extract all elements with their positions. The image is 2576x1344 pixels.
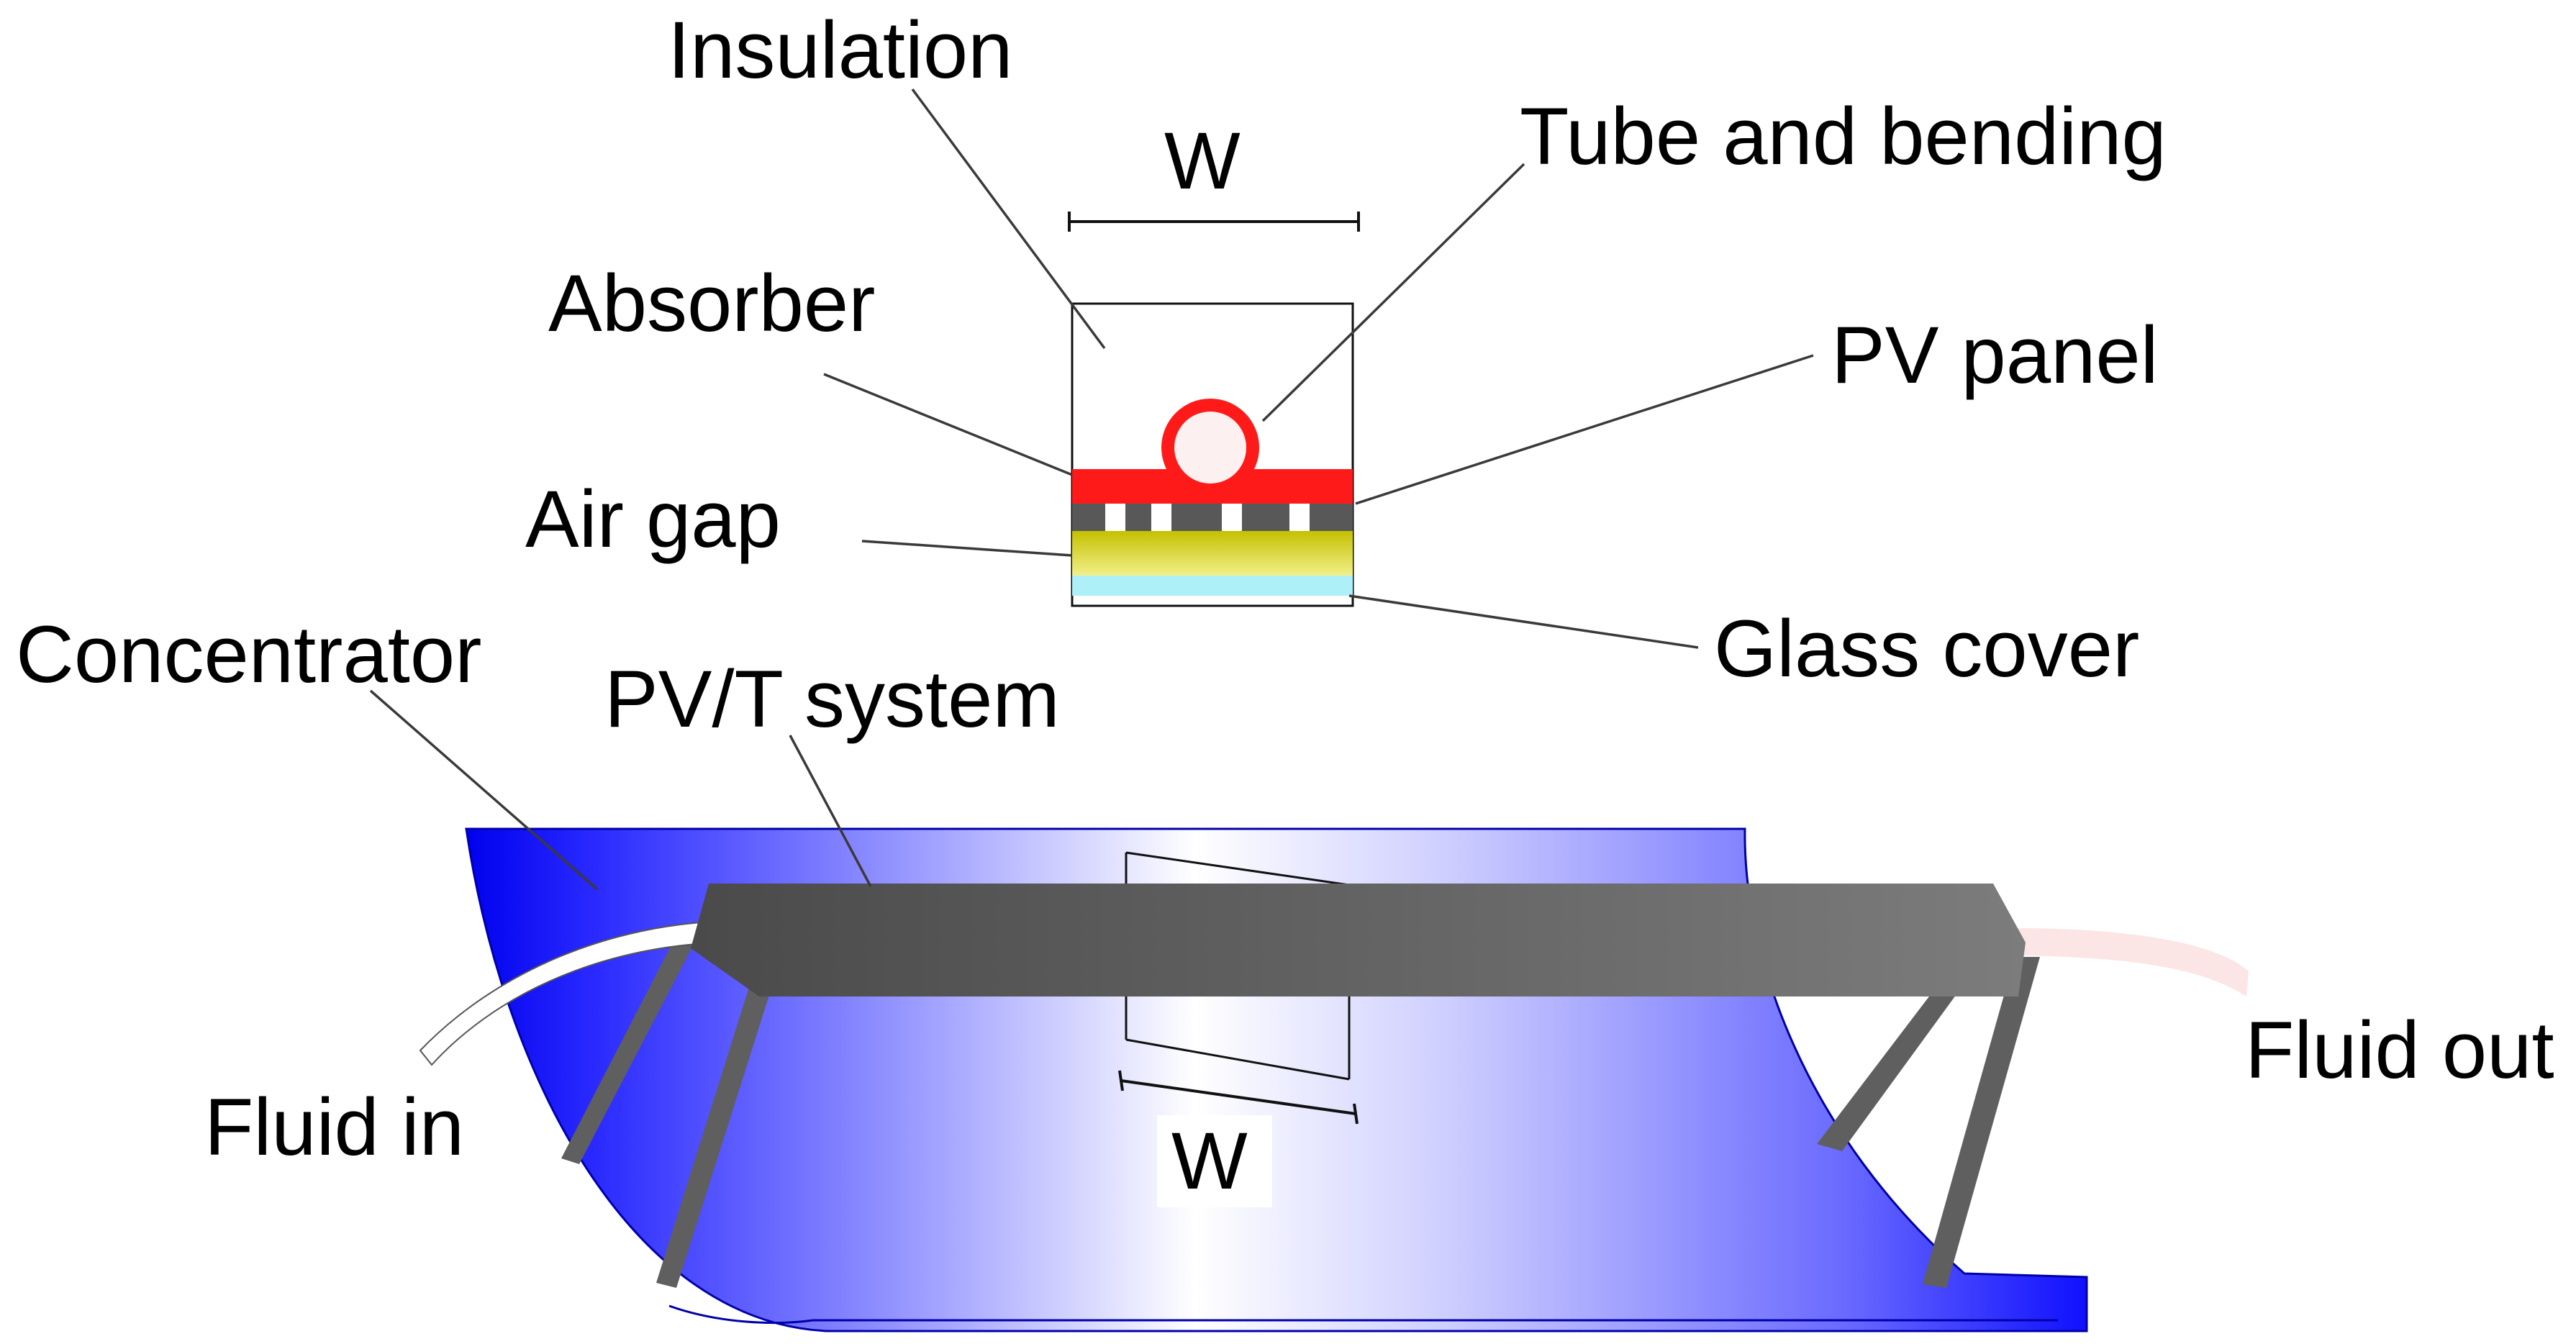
label-air-gap: Air gap [525,474,781,564]
label-width-bottom: W [1171,1116,1248,1206]
fluid-out-pipe [2015,928,2249,996]
label-tube-and-bending: Tube and bending [1520,91,2167,181]
label-fluid-in: Fluid in [204,1082,464,1172]
leader-lines [369,88,1814,891]
label-pvt-system: PV/T system [604,654,1060,744]
label-pv-panel: PV panel [1831,310,2159,400]
tube-interior [1174,412,1246,483]
label-width-top: W [1164,116,1241,206]
label-glass-cover: Glass cover [1714,604,2139,694]
width-label-bottom-bg [1157,1115,1272,1207]
glass-cover-layer [1072,576,1353,596]
width-dimension-bottom [1118,1070,1359,1125]
support-legs [561,935,2040,1288]
air-gap-layer [1072,531,1353,576]
label-concentrator: Concentrator [16,609,481,699]
label-absorber: Absorber [548,258,875,348]
label-insulation: Insulation [668,5,1012,95]
cross-section [1068,212,1360,607]
pv-panel-layer [1072,504,1353,531]
label-fluid-out: Fluid out [2245,1005,2554,1095]
pvt-system-body [691,884,2026,996]
